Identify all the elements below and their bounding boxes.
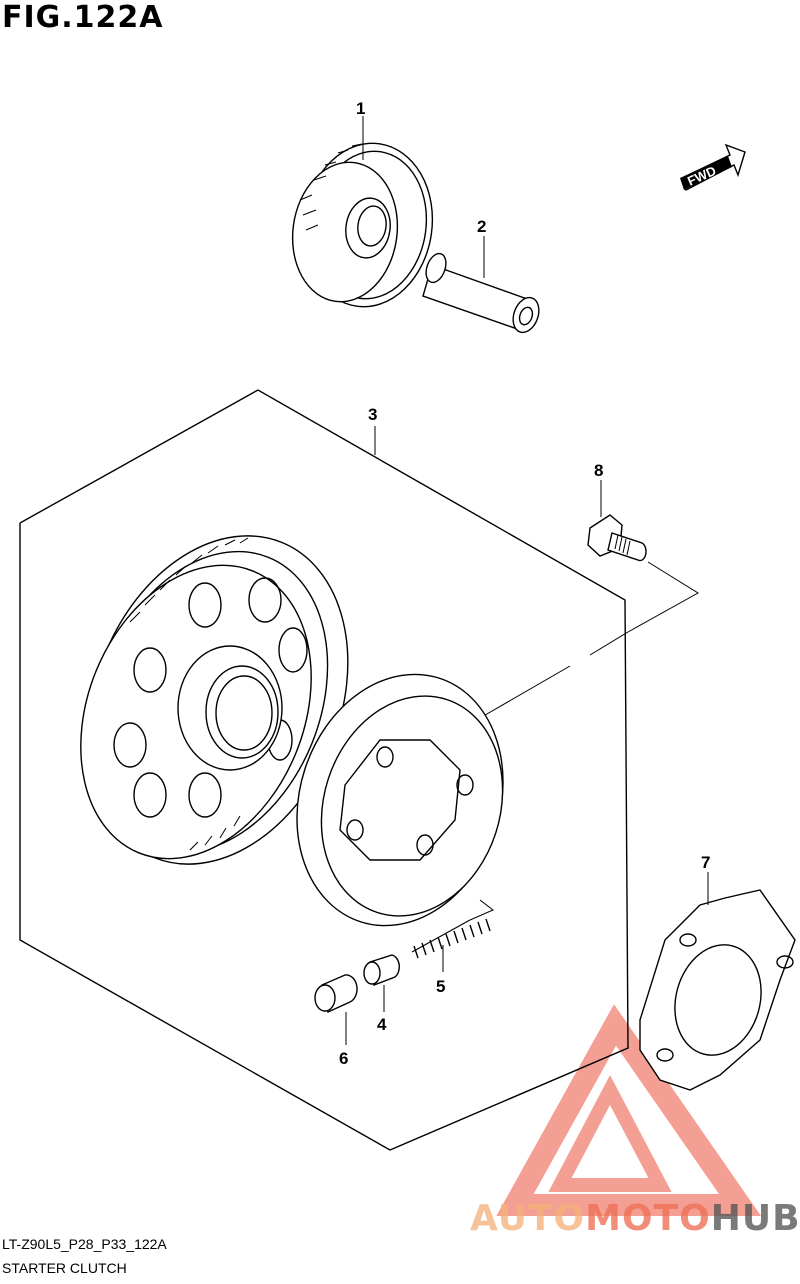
part-2-shaft	[422, 252, 540, 334]
figure-name: STARTER CLUTCH	[2, 1260, 127, 1276]
callout-1: 1	[356, 99, 365, 118]
callout-5: 5	[436, 977, 445, 996]
figure-code: LT-Z90L5_P28_P33_122A	[2, 1236, 167, 1252]
starter-clutch-body	[296, 673, 504, 927]
callout-8: 8	[594, 461, 603, 480]
fwd-label: FWD	[685, 163, 718, 189]
callouts: 1 2 3 4 5 6 7 8	[339, 99, 710, 1068]
part-8-bolt	[587, 514, 647, 562]
callout-7: 7	[701, 853, 710, 872]
leader-8-dash	[479, 631, 629, 719]
figure-title: FIG.122A	[2, 0, 164, 35]
callout-3: 3	[368, 405, 377, 424]
watermark-hub: HUB	[710, 1198, 800, 1239]
callout-2: 2	[477, 217, 486, 236]
watermark-auto: AUTO	[470, 1198, 586, 1239]
leader-8	[627, 561, 699, 633]
callout-4: 4	[377, 1015, 387, 1034]
fwd-arrow-icon: FWD	[680, 143, 746, 191]
leader-5	[469, 899, 494, 921]
part-1-gear	[291, 142, 434, 308]
callout-6: 6	[339, 1049, 348, 1068]
watermark-text: AUTOMOTOHUB	[470, 1198, 800, 1239]
assembly-box	[19, 389, 629, 1151]
part-6-plunger	[314, 974, 358, 1013]
automotohub-logo-icon	[496, 1004, 762, 1216]
part-5-spring	[411, 918, 491, 959]
part-7-plate	[639, 889, 796, 1091]
starter-driven-gear	[80, 535, 349, 865]
watermark-moto: MOTO	[585, 1198, 711, 1239]
part-4-roller	[363, 954, 400, 986]
